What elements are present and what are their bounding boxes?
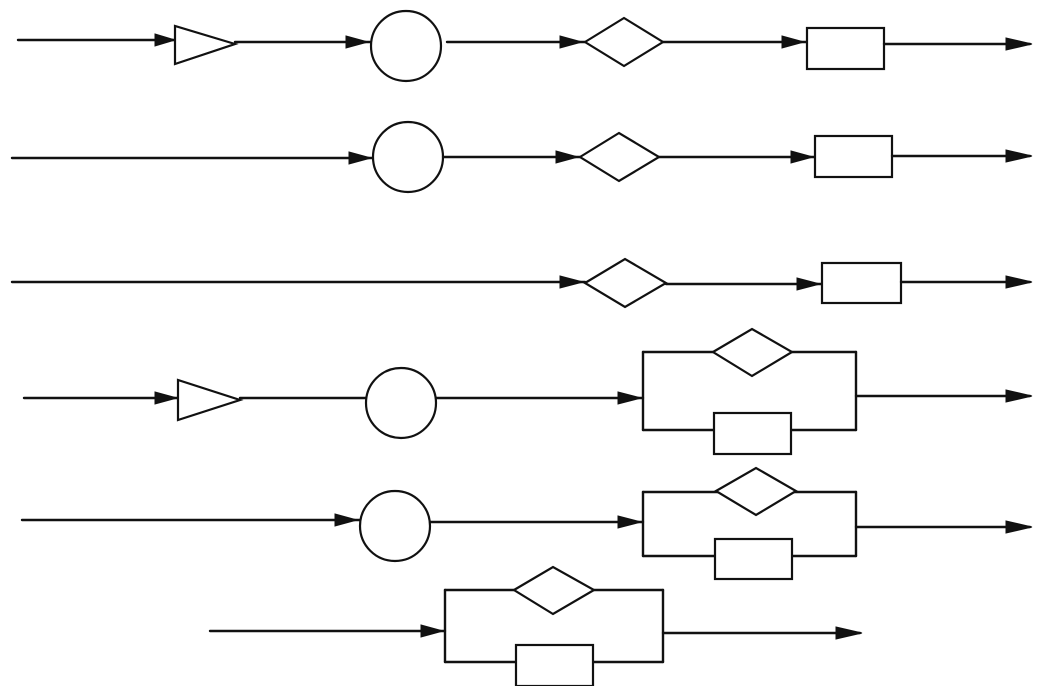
- arrowhead: [348, 151, 373, 165]
- flow-row-5: [20, 466, 1033, 581]
- arrowhead: [420, 624, 445, 638]
- circle-symbol: [371, 120, 445, 194]
- arrowhead: [154, 391, 179, 405]
- arrowhead: [1005, 389, 1033, 403]
- arrowhead: [345, 35, 370, 49]
- arrowhead: [790, 150, 815, 164]
- arrowhead: [781, 35, 806, 49]
- arrowhead: [835, 626, 863, 640]
- parallel-branch: [641, 327, 858, 456]
- diamond-symbol: [713, 466, 799, 517]
- arrowhead: [1005, 149, 1033, 163]
- flow-row-4: [22, 327, 1033, 456]
- rectangle-symbol: [805, 26, 886, 71]
- arrowhead: [796, 277, 822, 291]
- arrowhead: [1005, 275, 1033, 289]
- arrowhead: [154, 33, 177, 47]
- flow-row-6: [208, 565, 863, 686]
- parallel-branch: [443, 565, 665, 686]
- arrowhead: [559, 275, 585, 289]
- flow-row-1: [16, 9, 1033, 83]
- diamond-symbol: [710, 327, 795, 378]
- circle-symbol: [369, 9, 443, 83]
- arrowhead: [334, 513, 359, 527]
- rectangle-symbol: [514, 643, 595, 686]
- arrowhead: [617, 391, 643, 405]
- triangle-symbol: [173, 24, 239, 66]
- parallel-branch: [641, 466, 858, 581]
- arrowhead: [1005, 520, 1033, 534]
- diamond-symbol: [511, 565, 597, 616]
- flow-row-2: [10, 120, 1033, 194]
- circle-symbol: [364, 366, 438, 440]
- arrowhead: [555, 150, 580, 164]
- arrowhead: [617, 515, 643, 529]
- flow-row-3: [10, 257, 1033, 309]
- arrowhead: [559, 35, 584, 49]
- diamond-symbol: [577, 131, 662, 183]
- rectangle-symbol: [712, 411, 793, 456]
- arrowhead: [1005, 37, 1033, 51]
- rectangle-symbol: [820, 261, 903, 305]
- rectangle-symbol: [813, 134, 894, 179]
- triangle-symbol: [176, 378, 244, 422]
- circle-symbol: [358, 489, 432, 563]
- rectangle-symbol: [713, 537, 794, 581]
- diamond-symbol: [582, 16, 666, 68]
- diamond-symbol: [582, 257, 669, 309]
